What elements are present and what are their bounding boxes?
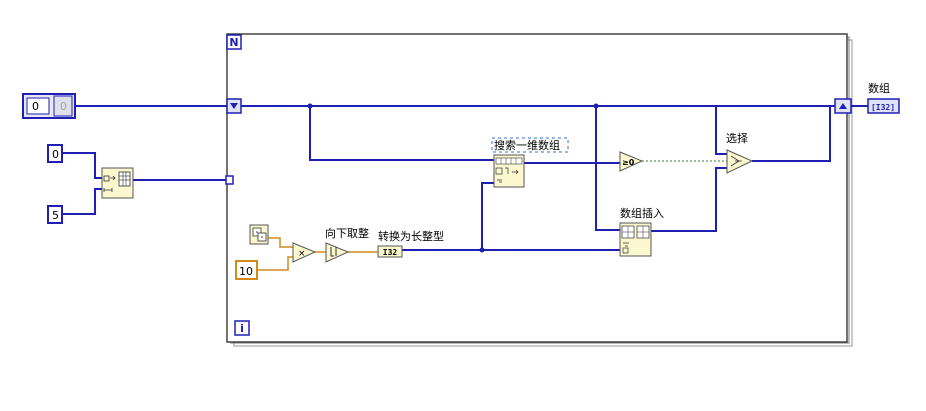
random-range-node[interactable] [101,167,134,199]
multiplier-constant[interactable]: 10 [235,260,258,280]
round-down-node[interactable] [325,242,350,263]
range-high-value: 5 [52,209,59,222]
right-shift-register[interactable] [834,98,852,114]
output-array-indicator[interactable]: [I32] [867,98,900,114]
array-insert-node[interactable] [619,222,652,257]
input-tunnel[interactable] [225,175,234,185]
select-label: 选择 [726,131,748,145]
output-array-label: 数组 [868,81,890,95]
output-type: [I32] [871,103,895,112]
array-element-value: 0 [60,100,67,113]
range-high-constant[interactable]: 5 [47,205,63,224]
array-index-value: 0 [32,100,39,113]
to-long-label: 转换为长整型 [378,229,444,243]
greater-equal-zero-node[interactable]: ≥0 [619,151,644,172]
search-1d-array-node[interactable] [493,154,525,188]
range-low-constant[interactable]: 0 [47,144,63,163]
for-loop[interactable] [226,33,853,347]
array-insert-label: 数组插入 [620,206,664,220]
search-1d-label: 搜索一维数组 [494,138,560,152]
loop-count-terminal[interactable]: N [226,34,242,50]
to-long-type: I32 [383,248,398,257]
multiply-node[interactable]: × [292,242,317,263]
integer-wires [61,105,868,251]
array-constant[interactable]: 0 0 [22,93,76,119]
compare-symbol: ≥0 [622,158,635,167]
double-wires [257,237,378,271]
range-low-value: 0 [52,148,59,161]
iteration-terminal-label: i [240,322,244,335]
wire-junctions [307,103,599,253]
to-long-node[interactable]: I32 [377,245,403,258]
left-shift-register[interactable] [226,98,242,114]
loop-iteration-terminal[interactable]: i [234,320,250,336]
select-node[interactable] [726,149,754,174]
search-label-box [491,137,569,153]
round-down-label: 向下取整 [325,226,369,240]
random-number-node[interactable] [249,224,269,245]
multiplier-value: 10 [239,265,253,278]
multiply-symbol: × [298,249,306,259]
count-terminal-label: N [229,36,238,49]
